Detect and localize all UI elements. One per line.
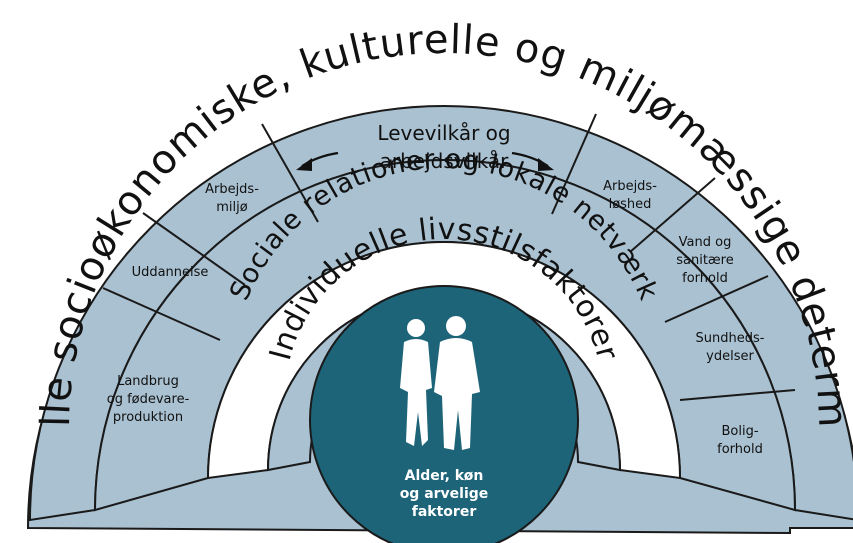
svg-text:sanitære: sanitære (676, 253, 734, 268)
segment-divider (629, 177, 716, 253)
segment-label-education: Uddannelse (132, 265, 209, 280)
living-conditions-title-line1: Levevilkår og (377, 121, 510, 145)
core-label-line3: faktorer (412, 504, 477, 520)
two-people-icon (400, 316, 480, 450)
core-label-line2: og arvelige (400, 486, 489, 502)
segment-label-health-services: Sundheds- ydelser (696, 331, 765, 364)
segment-divider (142, 212, 246, 286)
segment-label-unemployment: Arbejds- løshed (603, 179, 657, 212)
segment-divider (679, 389, 796, 401)
segment-divider (261, 123, 319, 223)
segment-label-housing: Bolig- forhold (717, 424, 763, 457)
svg-text:forhold: forhold (682, 271, 728, 286)
segment-label-agriculture: Landbrug og fødevare- produktion (107, 374, 190, 425)
svg-text:Arbejds-: Arbejds- (205, 182, 259, 197)
segment-label-water-sanitation: Vand og sanitære forhold (676, 235, 734, 286)
svg-text:løshed: løshed (609, 197, 652, 212)
svg-text:forhold: forhold (717, 442, 763, 457)
svg-text:miljø: miljø (216, 200, 247, 215)
svg-text:Arbejds-: Arbejds- (603, 179, 657, 194)
living-conditions-title-line2: arbejdsvilkår (380, 149, 510, 173)
segment-divider (664, 275, 769, 323)
core-label-line1: Alder, køn (405, 468, 484, 484)
segment-divider (102, 287, 221, 341)
svg-text:ydelser: ydelser (706, 349, 754, 364)
segment-divider (551, 113, 597, 215)
svg-text:Sundheds-: Sundheds- (696, 331, 765, 346)
svg-text:Vand og: Vand og (679, 235, 732, 250)
svg-text:Uddannelse: Uddannelse (132, 265, 209, 280)
svg-text:Landbrug: Landbrug (117, 374, 179, 389)
svg-text:produktion: produktion (113, 410, 183, 425)
bidirectional-arrow-icon (296, 151, 554, 171)
svg-text:Bolig-: Bolig- (721, 424, 758, 439)
svg-text:og fødevare-: og fødevare- (107, 392, 190, 407)
segment-label-work-environment: Arbejds- miljø (205, 182, 259, 215)
